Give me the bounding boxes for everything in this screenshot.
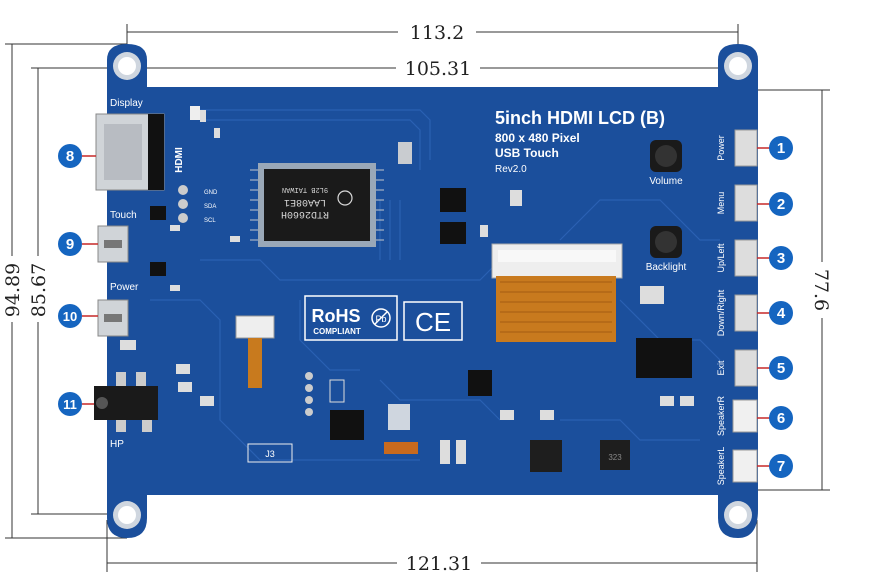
svg-text:5: 5 (777, 360, 785, 377)
pb-text: Pb (375, 314, 386, 324)
callout-8: 8 (58, 144, 82, 168)
dim-right: 77.6 (810, 269, 832, 311)
svg-text:6: 6 (777, 410, 785, 427)
svg-text:3: 3 (777, 250, 785, 267)
ce-text: CE (415, 307, 451, 337)
label-power: Power (110, 282, 139, 293)
dim-left-inner: 85.67 (28, 263, 50, 317)
dim-left-outer: 94.89 (2, 263, 24, 317)
svg-text:7: 7 (777, 458, 785, 475)
pcb-traces (150, 109, 721, 461)
label-btn-upleft: Up/Left (716, 243, 726, 273)
hdmi-port (95, 113, 165, 191)
rohs-logo: RoHS COMPLIANT Pb (304, 295, 398, 341)
svg-text:11: 11 (63, 397, 77, 412)
label-btn-power: Power (716, 135, 726, 161)
callouts (82, 147, 770, 467)
power-usb-port (97, 299, 129, 337)
callout-9: 9 (58, 232, 82, 256)
label-volume: Volume (649, 176, 683, 187)
svg-text:8: 8 (66, 148, 74, 165)
audio-jack (94, 372, 158, 432)
chip-label-1: RTD2660H (281, 208, 329, 219)
callout-5: 5 (769, 356, 793, 380)
rohs-text: RoHS (312, 306, 361, 326)
chip-label-3: 9L2B TAIWAN (282, 185, 328, 193)
label-speaker-r: SpeakerR (716, 395, 726, 436)
label-hp: HP (110, 439, 124, 450)
ce-logo: CE (403, 301, 463, 341)
label-scl: SCL (204, 218, 216, 224)
label-gnd: GND (204, 190, 218, 196)
board-resolution: 800 x 480 Pixel (495, 131, 580, 145)
label-backlight: Backlight (646, 262, 687, 273)
svg-text:4: 4 (777, 305, 786, 322)
j3-label: J3 (265, 449, 275, 459)
ic-label: 323 (608, 453, 622, 462)
label-sda: SDA (204, 204, 216, 210)
label-btn-menu: Menu (716, 192, 726, 215)
dim-bottom: 121.31 (406, 553, 472, 575)
label-touch: Touch (110, 210, 137, 221)
label-hdmi: HDMI (174, 147, 185, 173)
label-btn-exit: Exit (716, 360, 726, 376)
svg-text:2: 2 (777, 196, 785, 213)
lcd-flex-connector (491, 243, 623, 342)
svg-text:9: 9 (66, 236, 74, 253)
dim-top-outer: 113.2 (410, 22, 464, 44)
label-btn-downright: Down/Right (716, 289, 726, 336)
callout-1: 1 (769, 136, 793, 160)
backlight-knob (650, 226, 682, 258)
smd-components: 323 J3 (120, 106, 694, 472)
label-speaker-l: SpeakerL (716, 447, 726, 486)
callout-6: 6 (769, 406, 793, 430)
dim-top-inner: 105.31 (405, 58, 471, 80)
label-display: Display (110, 98, 143, 109)
board-revision: Rev2.0 (495, 164, 527, 175)
main-chip: RTD2660H LAA08E1 9L2B TAIWAN (250, 163, 384, 247)
side-buttons (732, 129, 758, 483)
callout-7: 7 (769, 454, 793, 478)
board-touch: USB Touch (495, 146, 559, 160)
callout-4: 4 (769, 301, 793, 325)
callout-10: 10 (58, 304, 82, 328)
touch-flex-connector (235, 315, 275, 388)
callout-11: 11 (58, 392, 82, 416)
chip-label-2: LAA08E1 (284, 196, 326, 207)
volume-knob (650, 140, 682, 172)
touch-usb-port (97, 225, 129, 263)
callout-2: 2 (769, 192, 793, 216)
svg-text:1: 1 (777, 140, 785, 157)
board-title: 5inch HDMI LCD (B) (495, 108, 665, 128)
svg-text:10: 10 (63, 309, 77, 324)
rohs-compliant: COMPLIANT (313, 327, 361, 336)
callout-3: 3 (769, 246, 793, 270)
